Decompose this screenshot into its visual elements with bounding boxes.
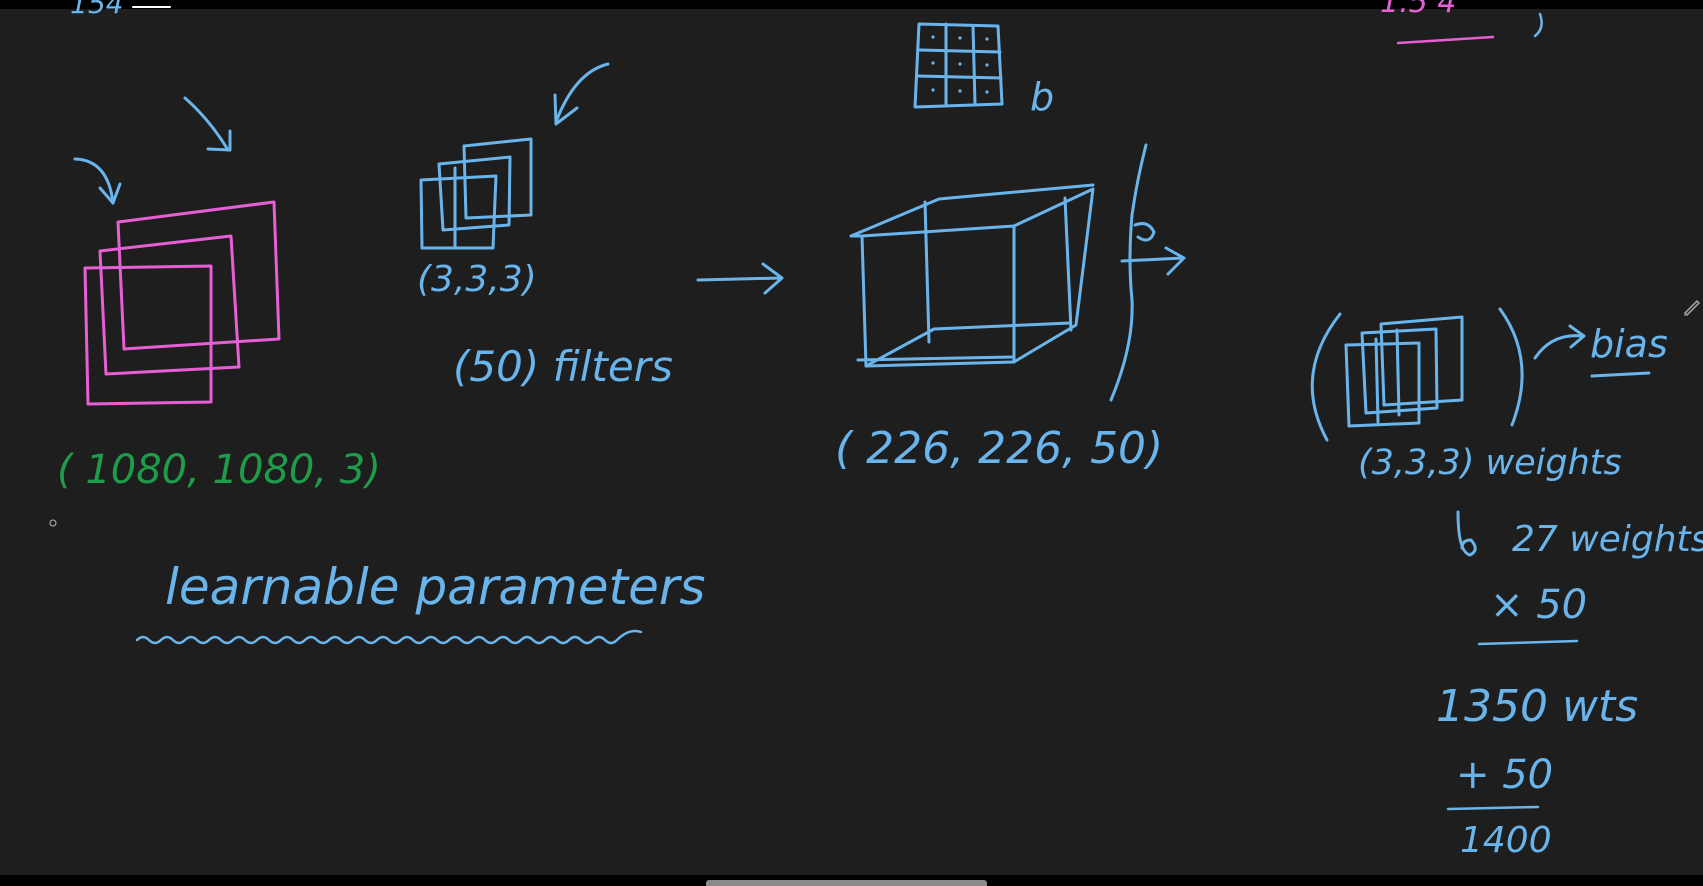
calc-line-1 <box>1477 639 1579 646</box>
bias-underline <box>1590 371 1651 378</box>
arrow-right-shaft <box>183 96 230 152</box>
bias-label: bias <box>1590 322 1668 366</box>
hook-arrow <box>1456 510 1477 557</box>
output-brace <box>1109 143 1186 402</box>
single-filter-cube <box>1344 315 1464 428</box>
top-right-underline <box>1396 35 1495 45</box>
grid-label: b <box>1030 75 1055 119</box>
output-feature-map-cube <box>849 183 1095 368</box>
top-left-fragment: 154 <box>70 0 124 20</box>
kernel-grid <box>913 22 1004 109</box>
input-image-squares <box>83 200 281 406</box>
bias-add-label: + 50 <box>1456 752 1554 798</box>
output-shape-label: ( 226, 226, 50) <box>835 423 1164 474</box>
input-square-front <box>83 264 213 406</box>
top-window-edge <box>0 0 1703 9</box>
bias-arrow <box>1533 324 1651 378</box>
input-shape-label: ( 1080, 1080, 3) <box>57 447 381 493</box>
filter-shape-label: (3,3,3) <box>417 259 537 300</box>
filter-cube <box>419 137 533 250</box>
input-square-back <box>116 200 281 351</box>
convolution-arrow <box>696 262 784 295</box>
input-square-middle <box>98 234 241 376</box>
input-arrows <box>73 96 232 205</box>
arrow-right-head <box>206 129 232 152</box>
filter-parentheses <box>1310 307 1524 442</box>
learnable-parameters-heading: learnable parameters <box>165 558 706 616</box>
arrow-left-shaft <box>73 157 115 205</box>
weights-count-label: 27 weights <box>1512 519 1703 560</box>
top-right-bracket-stroke <box>1533 12 1543 38</box>
filter-count-label: (50) filters <box>453 342 673 391</box>
weights-total-label: 1350 wts <box>1436 681 1639 732</box>
weights-shape-label: (3,3,3) weights <box>1358 443 1622 483</box>
calc-line-2 <box>1446 805 1540 811</box>
kernel-grid-dots <box>931 35 989 94</box>
arrow-left-head <box>98 182 122 205</box>
grand-total-label: 1400 <box>1460 820 1552 861</box>
horizontal-scrollbar[interactable] <box>706 880 987 886</box>
top-right-fragment: 1.5 4 <box>1380 0 1457 20</box>
stray-dot <box>49 519 57 527</box>
pen-cursor-icon <box>1683 299 1701 316</box>
heading-squiggle-underline <box>135 629 643 645</box>
multiplier-label: × 50 <box>1490 582 1588 628</box>
filter-arrow <box>553 62 610 126</box>
